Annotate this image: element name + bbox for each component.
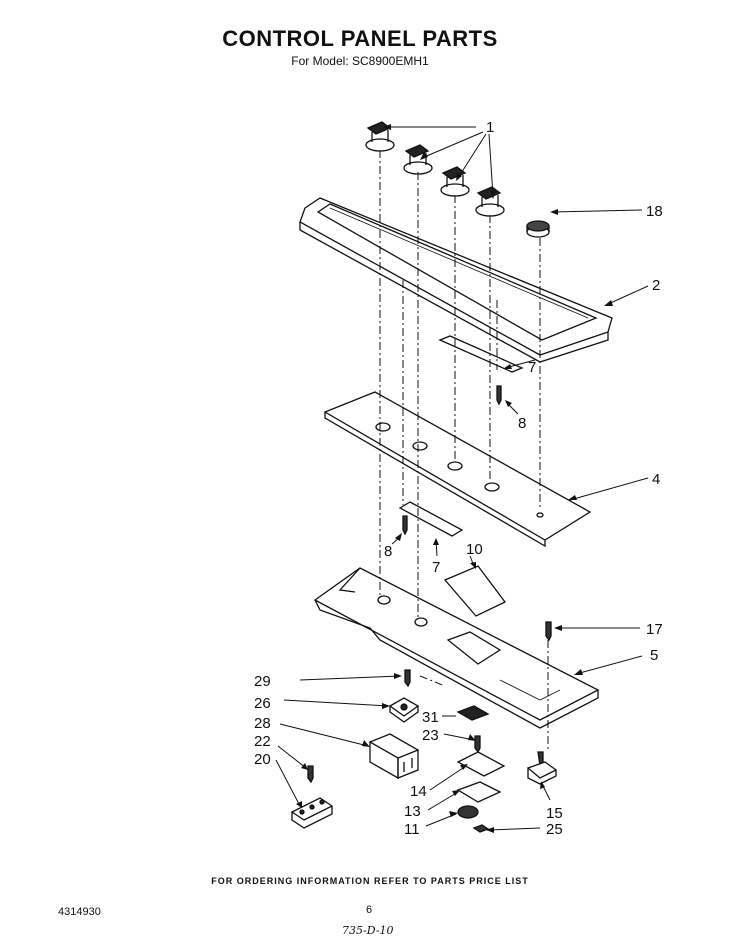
knob-18 xyxy=(526,220,550,238)
nut-25 xyxy=(472,824,490,833)
callout-7-lower: 7 xyxy=(432,559,440,576)
callout-11: 11 xyxy=(404,821,420,838)
screw-8-upper xyxy=(496,385,502,406)
callout-28: 28 xyxy=(254,715,271,732)
knob-1b xyxy=(403,144,433,175)
callout-1: 1 xyxy=(486,119,494,136)
callout-7-upper: 7 xyxy=(528,359,536,376)
control-panel-5 xyxy=(313,567,600,729)
callout-5: 5 xyxy=(650,647,658,664)
callout-14: 14 xyxy=(410,783,427,800)
callout-labels: 1 18 2 7 8 4 8 7 10 17 5 29 26 28 31 23 … xyxy=(254,119,663,838)
callout-29: 29 xyxy=(254,673,271,690)
callout-8-upper: 8 xyxy=(518,415,526,432)
knob-1a xyxy=(365,121,395,152)
callout-20: 20 xyxy=(254,751,271,768)
handwritten-code: 735-D-10 xyxy=(342,924,394,937)
board-10 xyxy=(443,565,506,617)
screw-23 xyxy=(474,735,481,754)
panel-frame-2 xyxy=(299,197,613,363)
assembly-lines xyxy=(379,150,549,750)
arrowheads xyxy=(296,124,613,833)
ordering-note: FOR ORDERING INFORMATION REFER TO PARTS … xyxy=(211,876,529,886)
callout-31: 31 xyxy=(422,709,439,726)
knob-1c xyxy=(440,166,470,197)
page-number: 6 xyxy=(366,904,373,916)
bracket-14 xyxy=(456,751,506,777)
bracket-7-lower xyxy=(398,501,464,537)
callout-22: 22 xyxy=(254,733,271,750)
callout-8-lower: 8 xyxy=(384,543,392,560)
knob-insert-11 xyxy=(457,805,479,819)
screw-29 xyxy=(404,669,411,688)
callout-26: 26 xyxy=(254,695,271,712)
switch-26 xyxy=(388,697,420,723)
document-number: 4314930 xyxy=(58,906,101,918)
switch-15 xyxy=(526,751,558,785)
switch-13 xyxy=(456,781,502,803)
screw-8-lower xyxy=(402,515,408,536)
callout-18: 18 xyxy=(646,203,663,220)
callout-4: 4 xyxy=(652,471,660,488)
relay-28 xyxy=(368,733,420,780)
page-title: CONTROL PANEL PARTS xyxy=(222,26,498,51)
terminal-block-20 xyxy=(290,797,334,829)
callout-17: 17 xyxy=(646,621,663,638)
insulator-31 xyxy=(456,705,490,721)
leader-lines xyxy=(275,126,649,831)
overlay-panel-4 xyxy=(323,391,592,548)
callout-10: 10 xyxy=(466,541,483,558)
screw-22 xyxy=(307,765,314,784)
callout-13: 13 xyxy=(404,803,421,820)
screw-17 xyxy=(545,621,552,642)
callout-2: 2 xyxy=(652,277,660,294)
callout-25: 25 xyxy=(546,821,563,838)
knob-1d xyxy=(475,186,505,217)
callout-15: 15 xyxy=(546,805,563,822)
callout-23: 23 xyxy=(422,727,439,744)
model-subtitle: For Model: SC8900EMH1 xyxy=(291,54,429,68)
bracket-7-upper xyxy=(438,335,524,373)
